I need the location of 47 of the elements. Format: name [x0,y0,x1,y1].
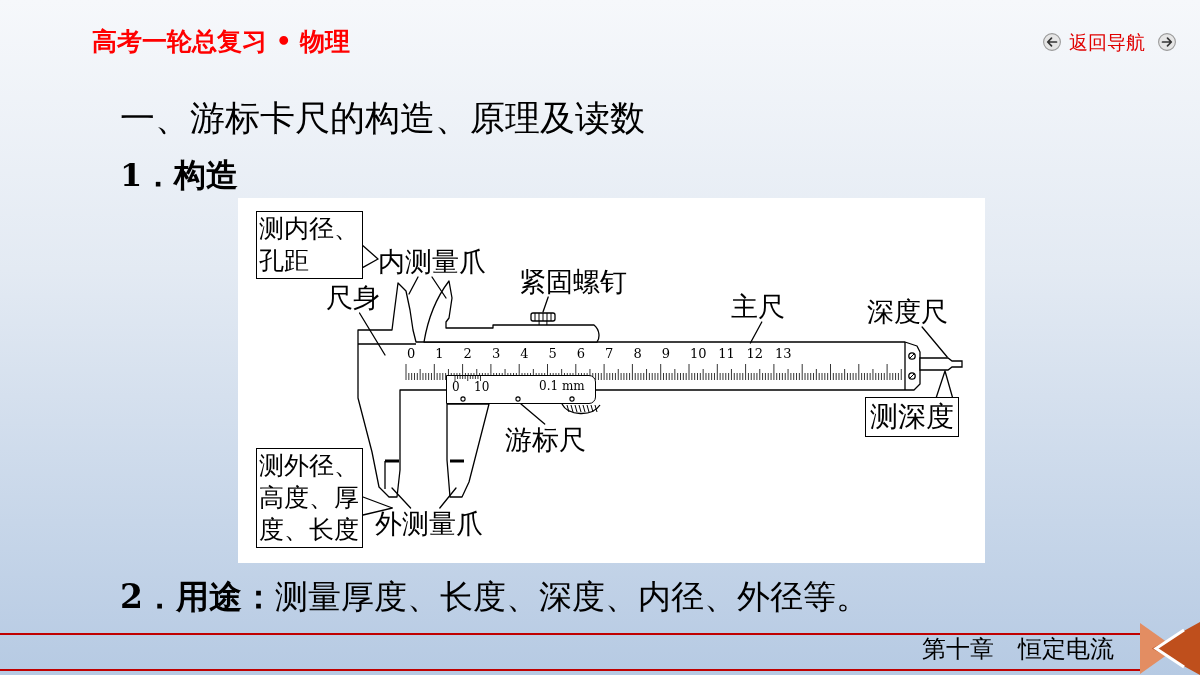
part-label: 内测量爪 [378,246,486,277]
scale-number: 1 [435,347,444,361]
chapter-title: 第十章 恒定电流 [922,635,1114,663]
leader-line [391,487,412,509]
part-label: 游标尺 [505,424,586,455]
scale-unit: 0.1 mm [539,380,585,393]
part-label: 尺身 [326,282,380,313]
scale-number: 6 [576,347,586,361]
scale-number: 0 [452,381,460,394]
part-label: 深度尺 [867,296,948,327]
scale-number: 0 [407,347,416,361]
scale-number: 3 [491,347,501,361]
scale-number: 7 [605,347,614,361]
leader-line [358,312,386,356]
callout-pointer [362,496,393,516]
scale-number: 2 [463,347,472,361]
scale-number: 10 [474,381,490,394]
scale-number: 9 [661,347,670,361]
callout-box: 测外径、高度、厚度、长度 [256,448,363,548]
part-label: 紧固螺钉 [519,266,627,297]
slide-title: 一、游标卡尺的构造、原理及读数 [120,97,645,139]
scale-number: 10 [690,347,707,361]
scale-number: 4 [520,347,529,361]
part-label: 外测量爪 [375,508,483,539]
leader-line [749,321,763,344]
leader-line [542,296,549,313]
callout-pointer [362,245,379,269]
callout-pointer [935,370,954,398]
leader-line [408,276,419,295]
scale-number: 13 [774,347,792,361]
leader-line [921,326,948,358]
depth-rod [919,357,963,371]
leader-line [439,487,457,509]
callout-box: 测内径、孔距 [256,211,363,279]
scale-number: 12 [746,347,764,361]
screw-icon [530,312,556,326]
leader-line [431,276,447,299]
usage-text: 2．用途：测量厚度、长度、深度、内径、外径等。 [120,577,869,617]
course-title: 高考一轮总复习 • 物理 [92,27,351,57]
scale-number: 8 [633,347,642,361]
back-navigation-link: 返回导航 [1069,30,1145,54]
leader-line [520,403,546,425]
callout-box: 测深度 [865,397,959,437]
part-label: 主尺 [731,291,785,322]
scale-number: 11 [718,347,735,361]
section-heading: 1．构造 [120,156,239,194]
scale-number: 5 [548,347,557,361]
